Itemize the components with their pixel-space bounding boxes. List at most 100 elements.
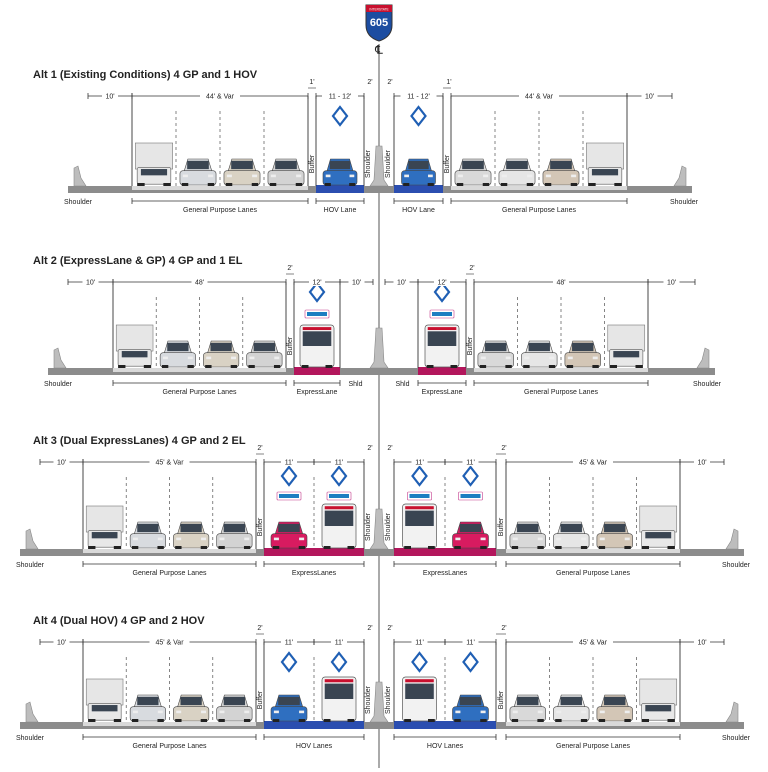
truck-icon [607,324,646,368]
gp-pavement-left [83,722,256,726]
dimension-label: 10' [86,280,95,287]
section-title: Alt 1 (Existing Conditions) 4 GP and 1 H… [33,69,258,81]
dimension-label: 11' [285,640,294,647]
barrier [73,165,87,187]
car-icon [216,521,253,549]
hov-diamond-icon [411,651,428,673]
dimension-label: 2' [367,625,372,632]
special-lane-pavement-right [394,548,496,556]
dimension-label-bg [149,638,190,646]
special-lane-pavement-right [394,185,443,193]
shoulder-label: Shoulder [722,735,751,742]
dimension-label: 12' [437,280,446,287]
hov-car-icon [322,158,358,186]
car-icon [542,158,580,186]
section-title: Alt 3 (Dual ExpressLanes) 4 GP and 2 EL [33,435,246,447]
interstate-shield-icon: INTERSTATE 605 [365,4,393,42]
dimension-label: 10' [645,94,654,101]
gp-pavement-left [132,186,308,190]
gp-lanes-label: General Purpose Lanes [133,743,207,750]
dimension-label-bg [281,638,297,646]
dimension-label-bg [519,92,559,100]
gp-lanes-label: General Purpose Lanes [133,570,207,577]
car-icon [498,158,536,186]
truck-icon [135,142,174,186]
dimension-label: 11 - 12' [329,94,352,101]
dimension-label: 2' [469,265,474,272]
hov-diamond-icon [410,105,427,127]
dimension-label-bg [82,278,99,286]
vertical-label: Buffer [444,154,451,173]
dimension-label: 11 - 12' [407,94,430,101]
dimension-label: 2' [367,445,372,452]
shoulder-label: Shoulder [64,199,93,206]
gp-lanes-label: General Purpose Lanes [524,389,598,396]
vertical-label: Buffer [467,336,474,355]
car-icon [179,158,217,186]
gp-lanes-label: General Purpose Lanes [556,570,630,577]
car-icon [203,340,240,368]
barrier [25,701,39,723]
gp-pavement-right [451,186,627,190]
shield-header: INTERSTATE [369,8,388,12]
dimension-label: 2' [387,625,392,632]
dimension-label: 10' [697,640,706,647]
special-lane-label: ExpressLane [297,389,338,396]
special-lane-label: HOV Lanes [296,743,333,750]
special-lane-label: HOV Lane [402,207,435,214]
shoulder-label: Shoulder [670,199,699,206]
vertical-label: Buffer [498,517,505,536]
section-alt-3: Alt 3 (Dual ExpressLanes) 4 GP and 2 EL B… [16,435,751,577]
car-icon [129,694,166,722]
special-lane-pavement-left [294,367,340,375]
dimension-label: 45' & Var [579,640,608,647]
car-icon [564,340,601,368]
barrier [725,701,739,723]
car-icon [477,340,514,368]
hov-diamond-icon [433,281,451,303]
car-icon [159,340,196,368]
dimension-label: 10' [352,280,361,287]
dimension-label: 11' [466,640,475,647]
dimension-label-bg [434,278,450,286]
dimension-label-bg [322,92,358,100]
special-lane-pavement-right [418,367,466,375]
car-icon [596,521,633,549]
hov-diamond-icon [411,465,428,487]
dimension-label-bg [53,638,70,646]
special-lane-label: ExpressLanes [292,570,337,577]
dimension-label-bg [641,92,658,100]
gp-pavement-right [506,722,680,726]
express-lane-logo-icon [326,491,352,501]
dimension-label: 45' & Var [155,640,184,647]
dimension-label: 44' & Var [206,94,235,101]
special-lane-label: ExpressLane [422,389,463,396]
median-barrier [369,508,389,550]
dimension-label-bg [462,458,479,466]
hov-car-icon [401,158,436,186]
section-alt-1: Alt 1 (Existing Conditions) 4 GP and 1 H… [33,69,699,214]
dimension-label-bg [281,458,297,466]
dimension-label-bg [694,638,710,646]
special-car-icon [270,694,308,722]
truck-icon [585,142,624,186]
dimension-label-bg [149,458,190,466]
special-lane-pavement-left [264,721,364,729]
dimension-label: 10' [105,94,114,101]
special-lane-pavement-left [316,185,364,193]
vertical-label: Buffer [257,517,264,536]
dimension-label: 2' [501,625,506,632]
dimension-label-bg [309,278,325,286]
dimension-label: 10' [697,460,706,467]
car-icon [216,694,253,722]
dimension-label: 10' [667,280,676,287]
vertical-label: Shoulder [365,512,372,541]
vertical-label: Shoulder [385,512,392,541]
dimension-label-bg [694,458,710,466]
car-icon [173,694,210,722]
bus-icon [424,324,460,368]
vertical-label: Buffer [287,336,294,355]
median-shoulder-label: Shld [395,381,409,388]
barrier [25,528,39,550]
